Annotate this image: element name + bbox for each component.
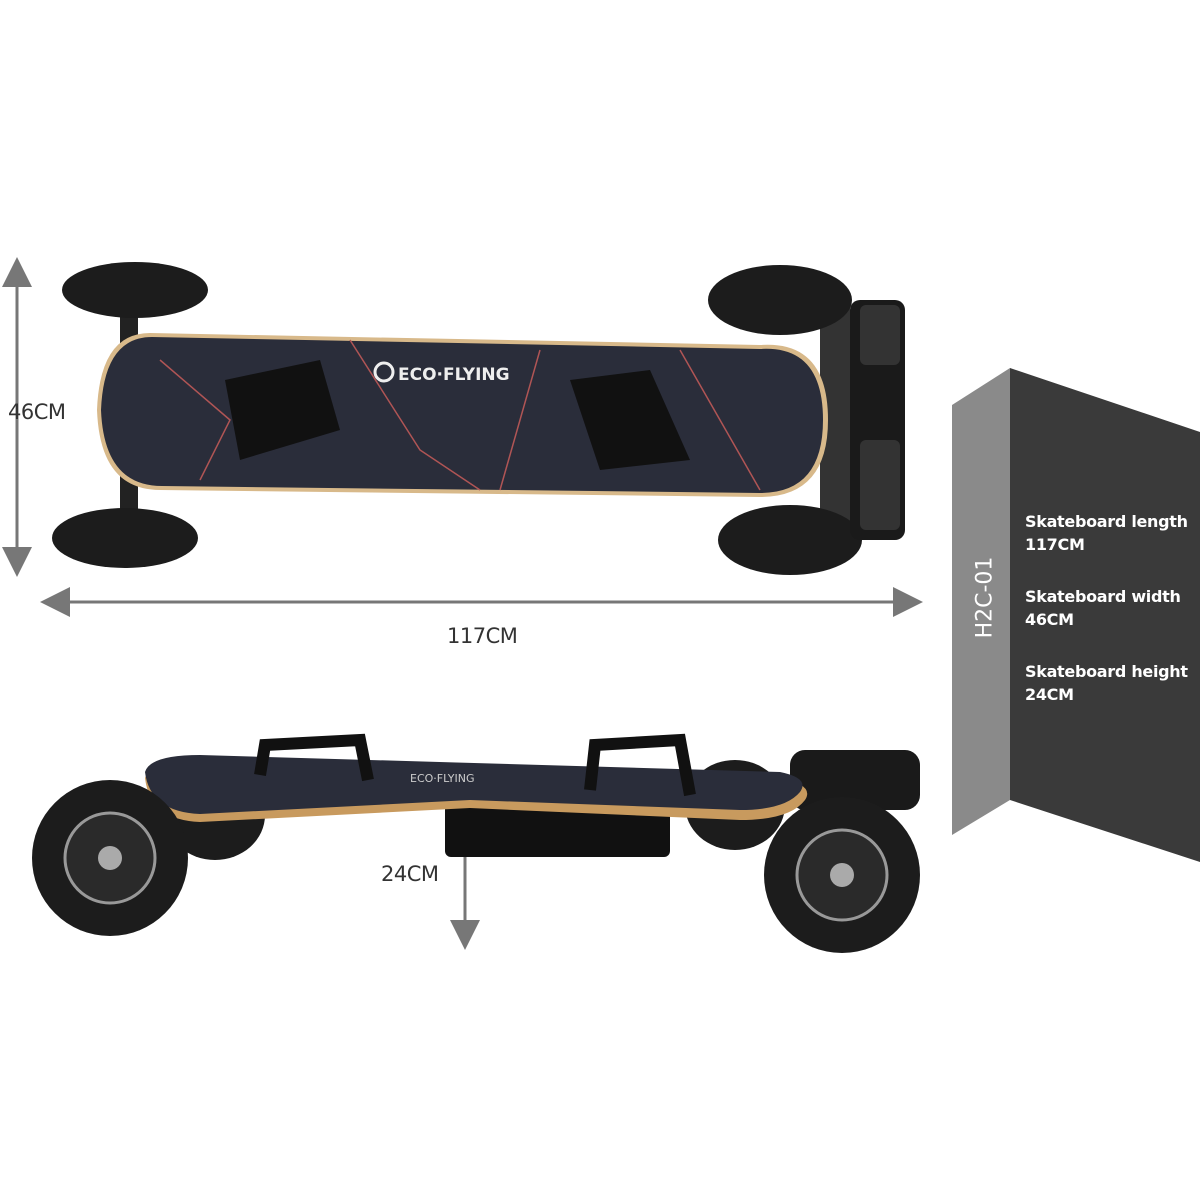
height-dimension-label: 24CM [381,862,439,886]
spec-name: Skateboard height [1025,662,1188,681]
length-dimension-label: 117CM [447,624,518,648]
foot-strap [225,360,340,460]
wheel [708,265,852,335]
model-number: H2C-01 [972,556,998,639]
spec-value: 46CM [1025,610,1074,629]
foot-strap [570,370,690,470]
spec-panel-face [1010,368,1200,862]
spec-width: Skateboard width 46CM [1025,585,1181,631]
deck-side [145,755,803,814]
spec-length: Skateboard length 117CM [1025,510,1188,556]
wheel [62,262,208,318]
spec-value: 24CM [1025,685,1074,704]
wheel [52,508,198,568]
skateboard-side-view [32,733,920,953]
spec-panel-side [952,368,1010,835]
brand-logo-top: ECO·FLYING [398,365,510,385]
skateboard-top-view [52,262,905,575]
spec-height: Skateboard height 24CM [1025,660,1188,706]
wheel [718,505,862,575]
spec-name: Skateboard width [1025,587,1181,606]
spec-value: 117CM [1025,535,1085,554]
deck [101,337,823,493]
brand-logo-side: ECO·FLYING [410,772,475,785]
spec-name: Skateboard length [1025,512,1188,531]
width-dimension-label: 46CM [8,400,66,424]
